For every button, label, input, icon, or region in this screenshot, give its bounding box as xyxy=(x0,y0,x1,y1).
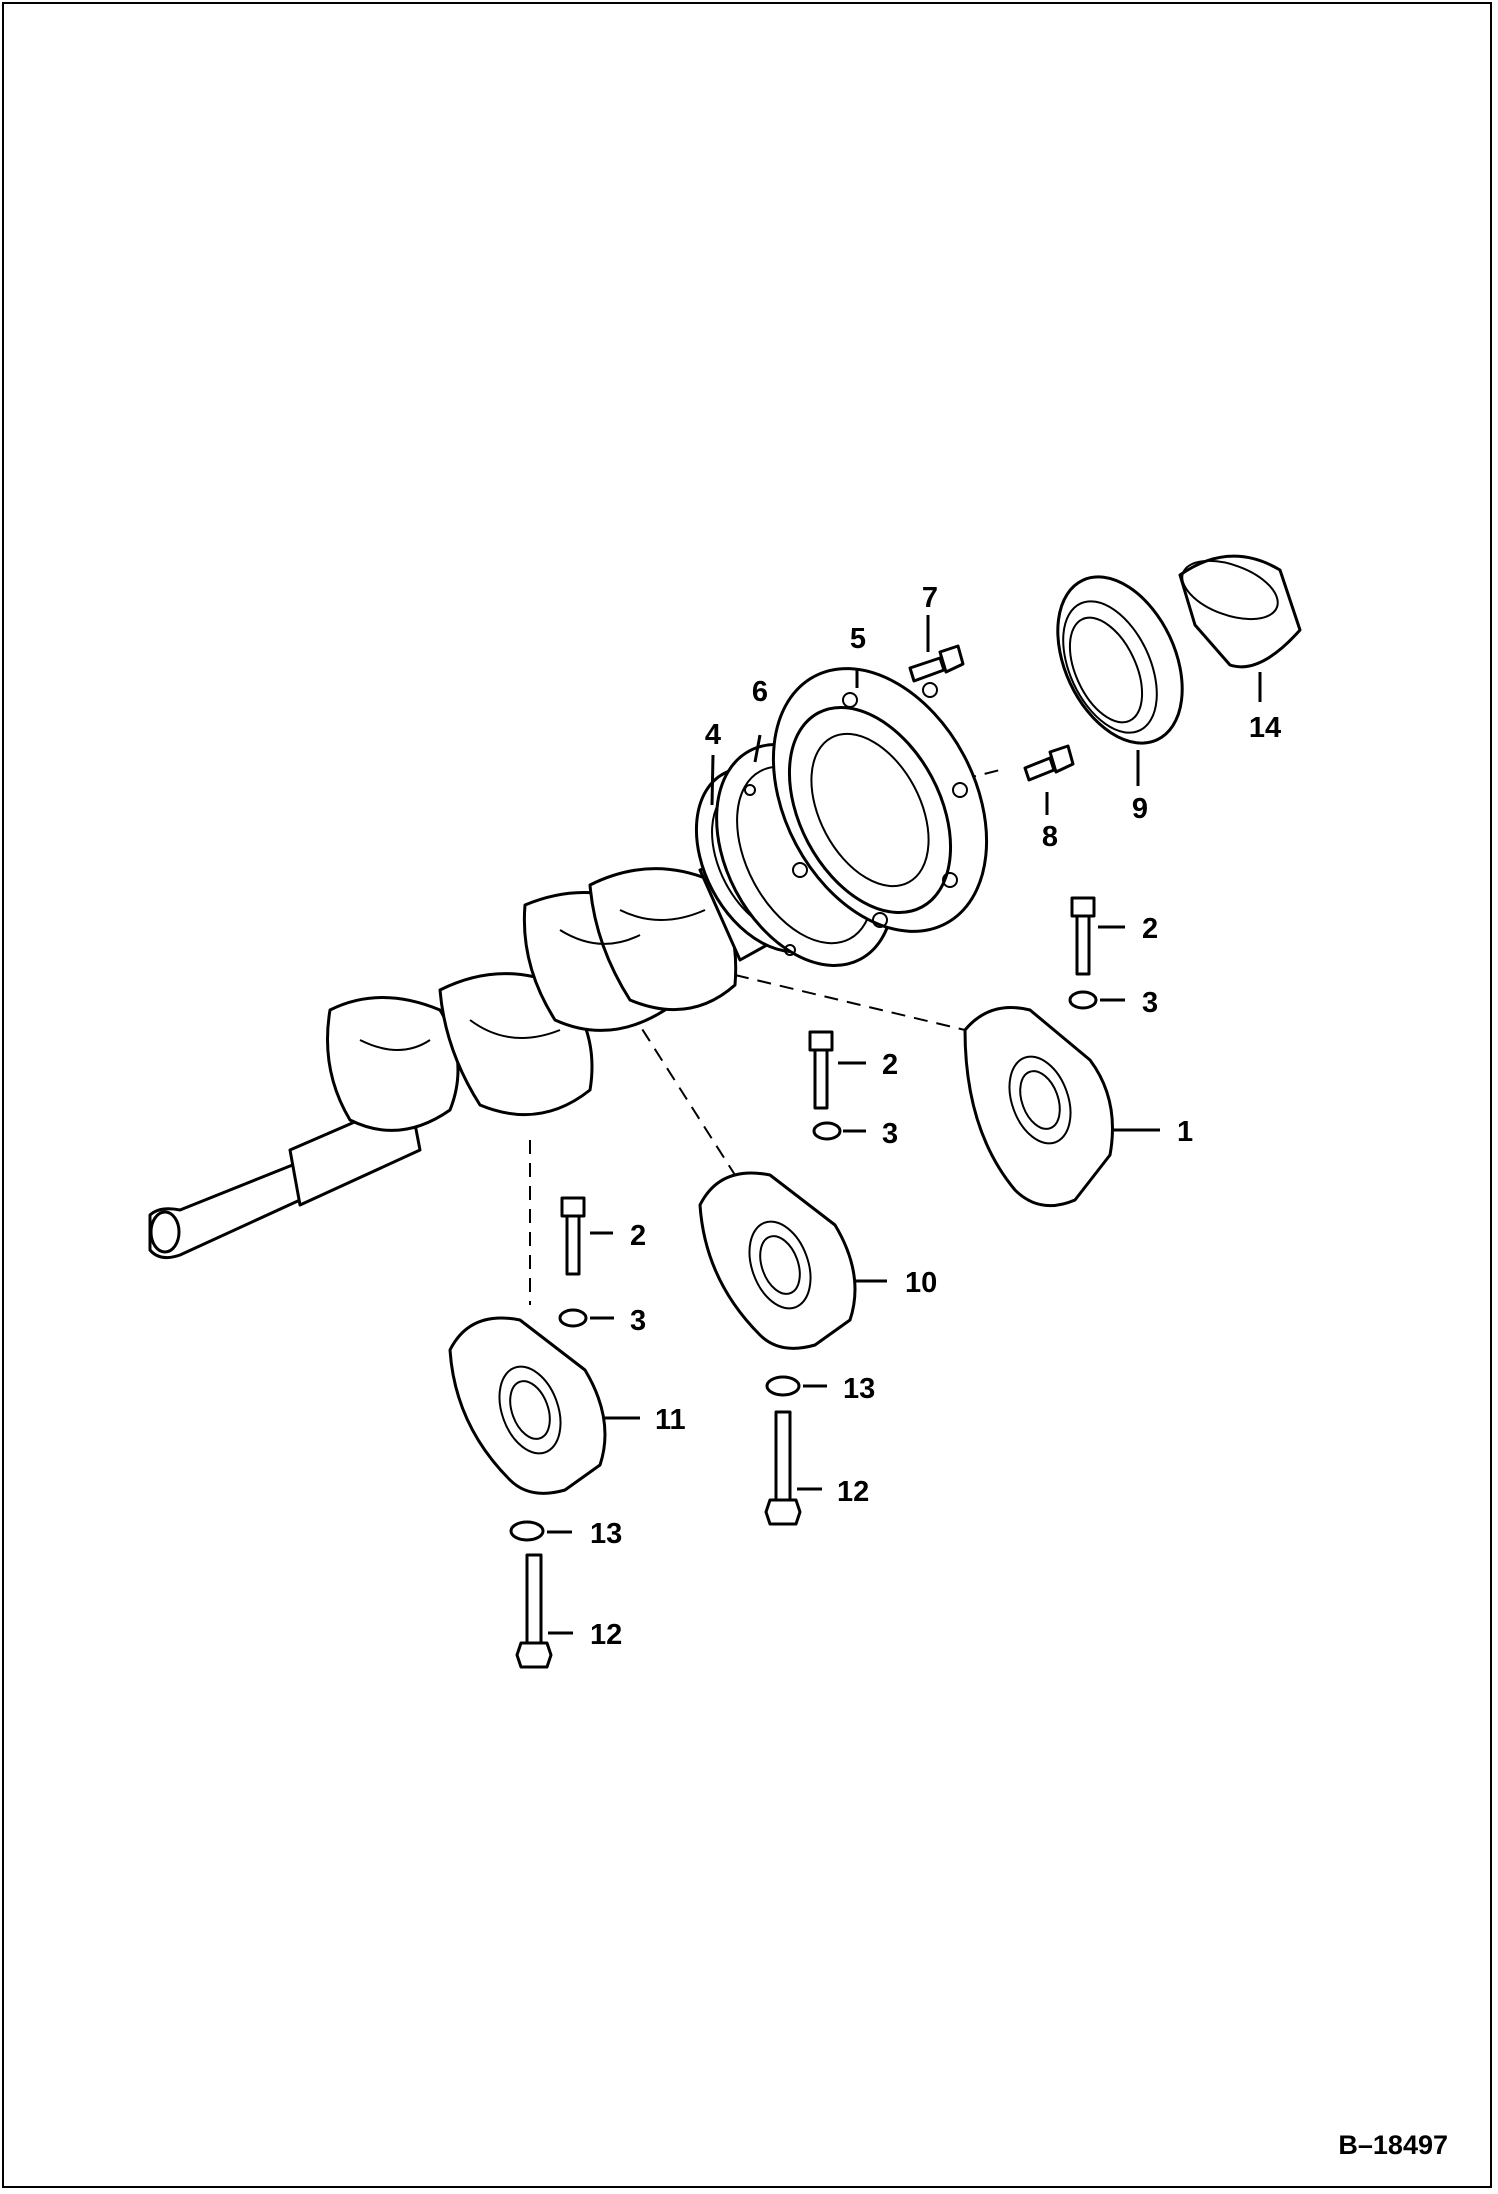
callout-4: 4 xyxy=(705,719,721,751)
callout-2-middle: 2 xyxy=(882,1049,898,1081)
bearing-cap-part-11 xyxy=(448,1316,607,1495)
bolt-part-7 xyxy=(908,644,965,683)
callout-3-middle: 3 xyxy=(882,1118,898,1150)
leader-lines xyxy=(547,615,1262,1635)
bolt-part-2-lower xyxy=(560,1196,586,1276)
callout-11: 11 xyxy=(655,1404,686,1436)
callout-14: 14 xyxy=(1249,712,1281,744)
callout-1: 1 xyxy=(1177,1116,1193,1148)
washer-part-13-left xyxy=(509,1520,545,1542)
washer-part-3-lower xyxy=(558,1308,588,1328)
callout-13-left: 13 xyxy=(590,1518,622,1550)
bearing-housing-part-5 xyxy=(771,667,989,933)
callout-3-upper: 3 xyxy=(1142,987,1158,1019)
callout-13-right: 13 xyxy=(843,1373,875,1405)
callout-labels: 7 5 6 4 8 9 14 2 3 2 3 1 2 3 10 13 12 11… xyxy=(590,582,1281,1651)
callout-6: 6 xyxy=(752,676,768,708)
reference-code: B–18497 xyxy=(1338,2130,1448,2160)
crankshaft xyxy=(148,843,788,1260)
callout-2-upper: 2 xyxy=(1142,913,1158,945)
bolt-part-8 xyxy=(1023,744,1075,782)
callout-12-left: 12 xyxy=(590,1619,622,1651)
bearing-cap-part-10 xyxy=(698,1171,857,1350)
washer-part-3-upper xyxy=(1068,990,1098,1010)
callout-10: 10 xyxy=(905,1267,937,1299)
callout-12-right: 12 xyxy=(837,1476,869,1508)
bearing-cap-part-1 xyxy=(963,1006,1114,1208)
callout-8: 8 xyxy=(1042,821,1058,853)
washer-part-13-right xyxy=(765,1375,801,1397)
bolt-part-12-left xyxy=(515,1553,553,1669)
washer-part-3-middle xyxy=(812,1121,842,1141)
callout-2-lower: 2 xyxy=(630,1220,646,1252)
bolt-part-12-right xyxy=(764,1410,802,1526)
callout-5: 5 xyxy=(850,623,866,655)
callout-3-lower: 3 xyxy=(630,1305,646,1337)
sleeve-part-14 xyxy=(1178,554,1302,669)
bolt-part-2-middle xyxy=(808,1030,834,1110)
bolt-part-2-upper xyxy=(1070,896,1096,976)
callout-9: 9 xyxy=(1132,793,1148,825)
oil-seal-part-9 xyxy=(1056,575,1184,745)
callout-7: 7 xyxy=(922,582,938,614)
